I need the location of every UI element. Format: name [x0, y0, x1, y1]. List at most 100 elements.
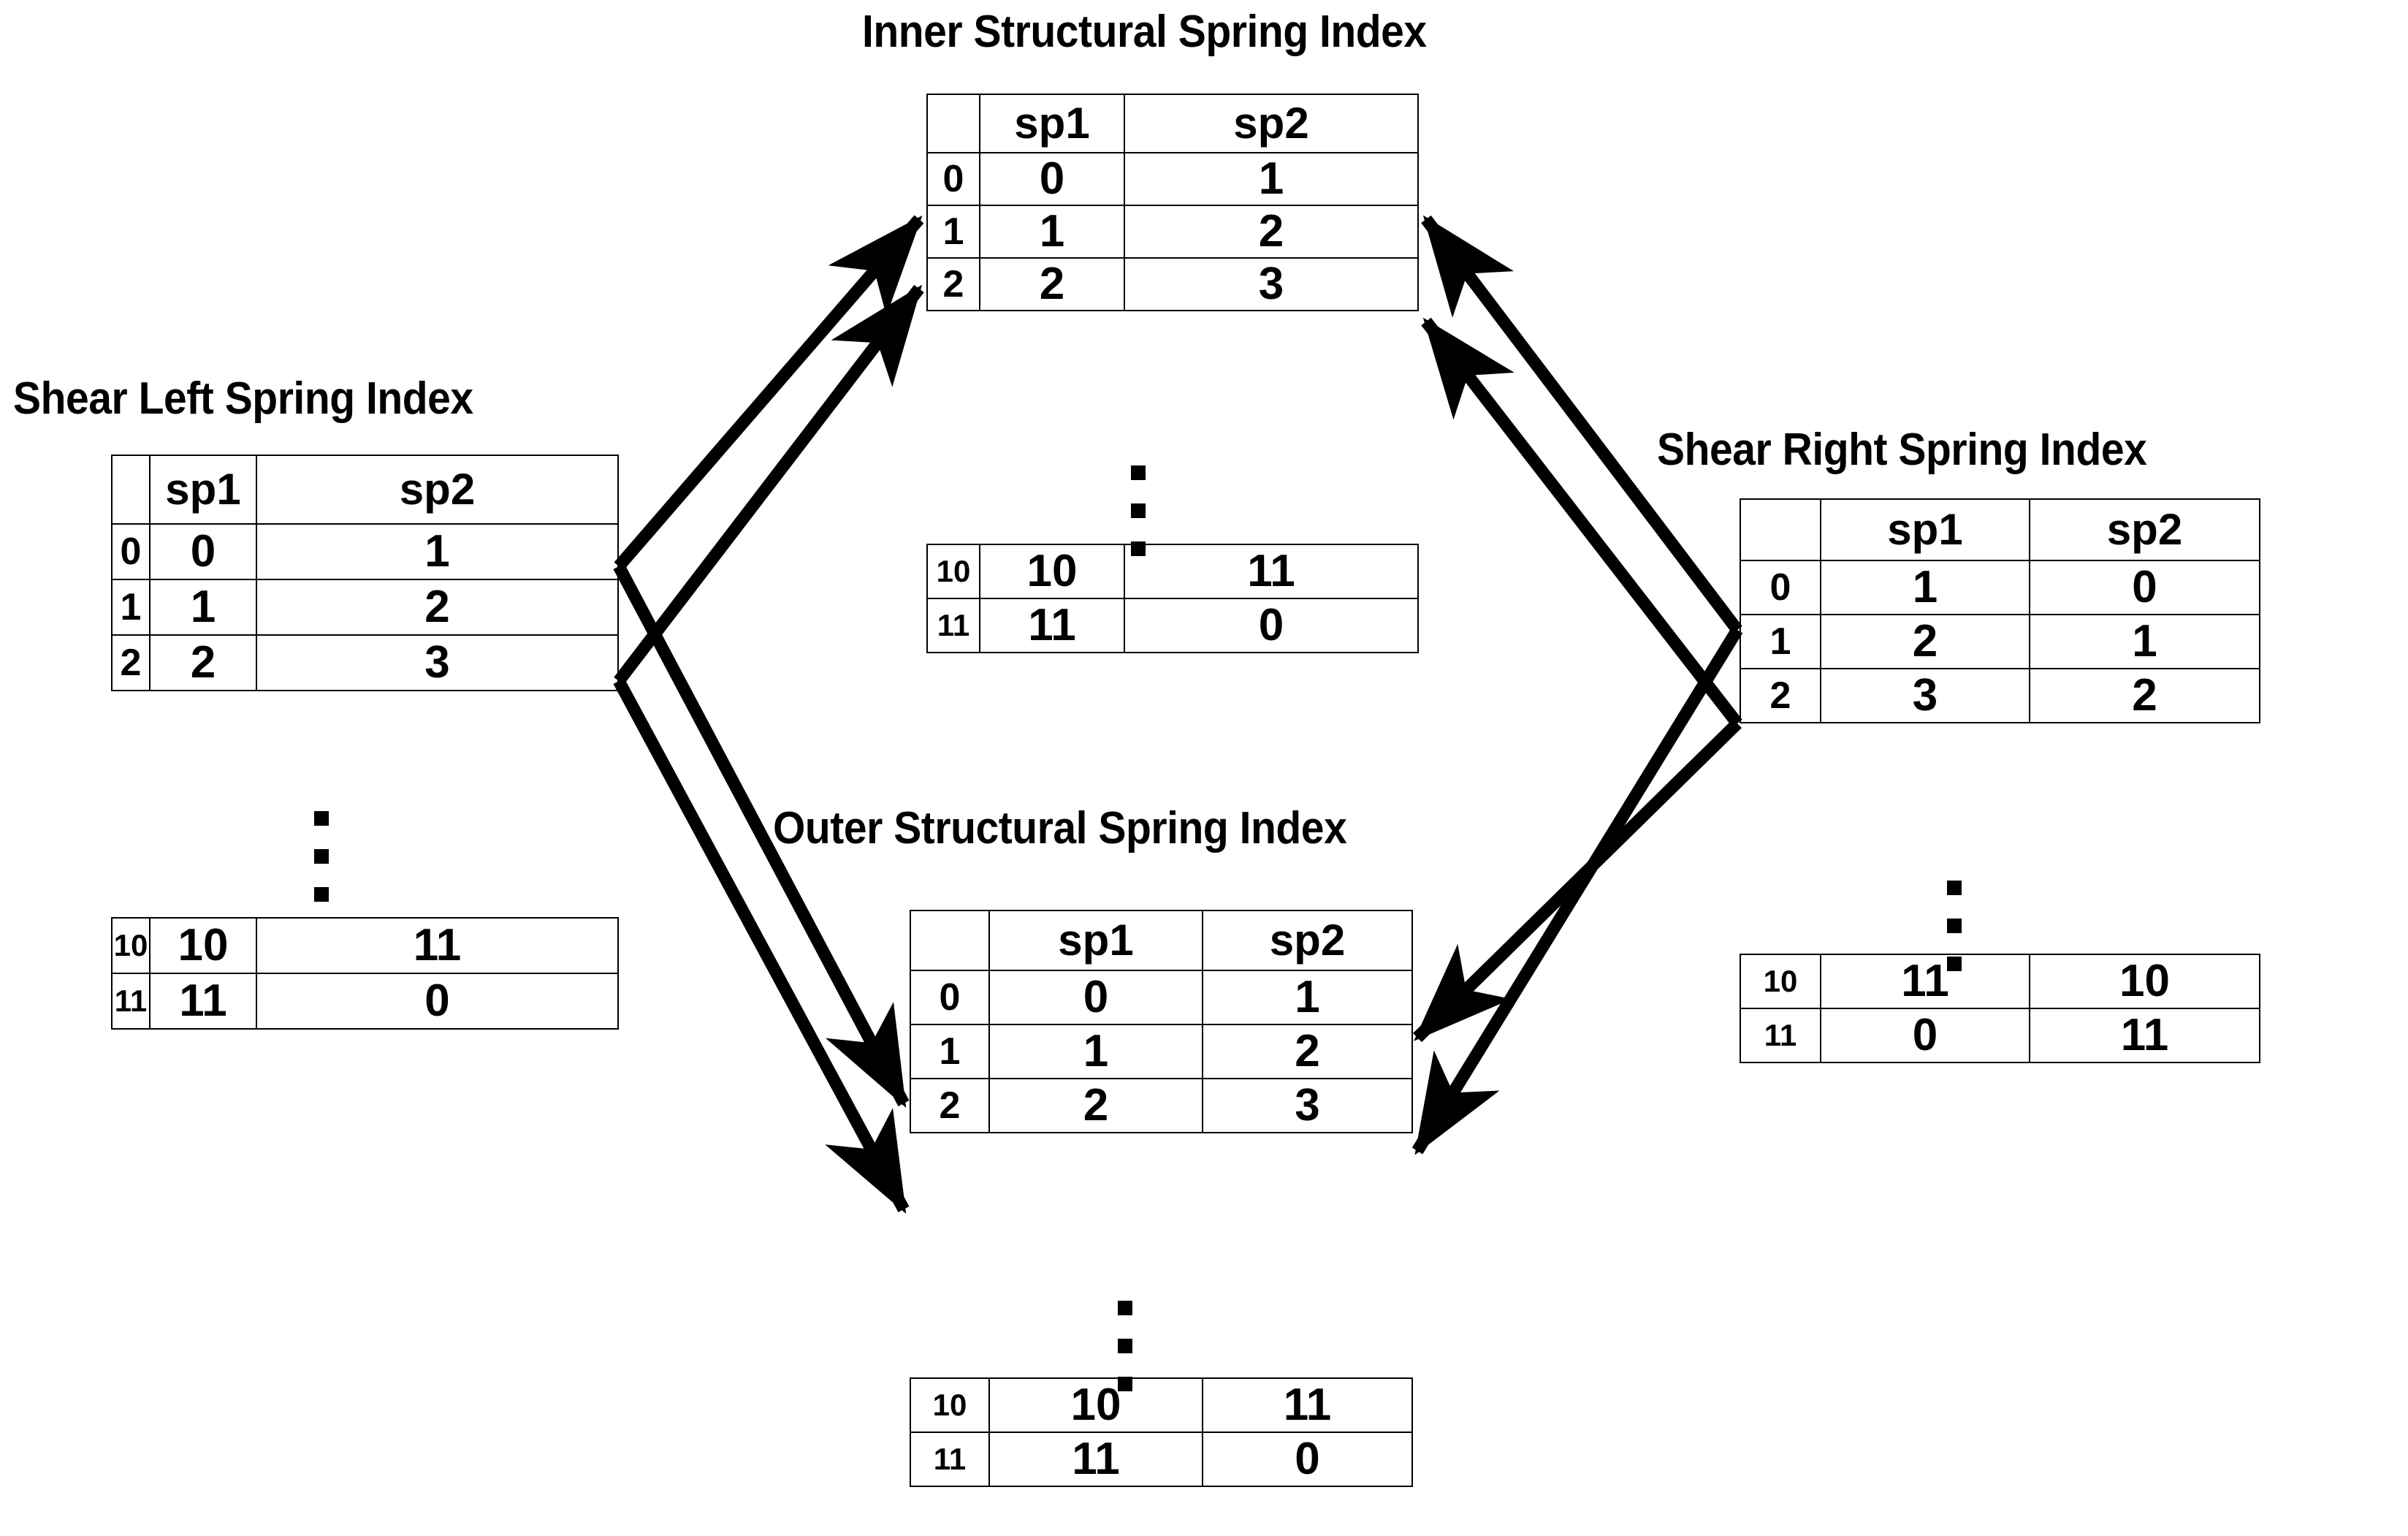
table-row: 0 0 1: [111, 523, 619, 580]
table-row: 10 11 10: [1740, 954, 2260, 1009]
cell-sp1: 2: [1820, 614, 2030, 669]
cell-sp1: 2: [149, 634, 257, 691]
table-row: 2 3 2: [1740, 668, 2260, 723]
cell-sp2: 2: [1124, 205, 1419, 259]
cell-sp2: 11: [2029, 1008, 2260, 1063]
cell-sp1: 1: [149, 579, 257, 636]
cell-sp2: 0: [1202, 1432, 1413, 1487]
cell-sp1: 11: [149, 973, 257, 1030]
row-index: 10: [111, 917, 150, 974]
cell-sp2: 3: [256, 634, 619, 691]
cell-sp2: 10: [2029, 954, 2260, 1009]
cell-sp1: 0: [149, 523, 257, 580]
cell-sp2: 11: [256, 917, 619, 974]
row-index: 2: [1740, 668, 1821, 723]
table-row: 0 0 1: [926, 152, 1419, 206]
table-row: 11 0 11: [1740, 1008, 2260, 1063]
cell-sp1: 0: [988, 970, 1203, 1025]
corner-cell: [910, 910, 990, 971]
cell-sp1: 2: [988, 1078, 1203, 1133]
cell-sp1: 0: [979, 152, 1125, 206]
row-index: 10: [926, 544, 980, 599]
table-row: 2 2 3: [926, 257, 1419, 311]
corner-cell: [1740, 498, 1821, 561]
cell-sp1: 1: [988, 1024, 1203, 1079]
vertical-ellipsis-icon: [314, 811, 329, 925]
row-index: 11: [926, 598, 980, 653]
row-index: 10: [910, 1377, 990, 1433]
column-header-sp2: sp2: [1124, 94, 1419, 153]
table-outer-structural-top: sp1 sp2 0 0 1 1 1 2 2 2 3: [910, 910, 1413, 1133]
cell-sp2: 1: [2029, 614, 2260, 669]
cell-sp2: 3: [1124, 257, 1419, 311]
arrow-left-to-outer: [613, 563, 910, 1214]
table-row: 1 1 2: [111, 579, 619, 636]
cell-sp1: 3: [1820, 668, 2030, 723]
cell-sp2: 2: [256, 579, 619, 636]
table-header-row: sp1 sp2: [926, 94, 1419, 153]
table-row: 0 0 1: [910, 970, 1413, 1025]
row-index: 0: [910, 970, 990, 1025]
title-inner-structural: Inner Structural Spring Index: [862, 7, 1427, 57]
row-index: 1: [910, 1024, 990, 1079]
row-index: 0: [1740, 560, 1821, 615]
column-header-sp1: sp1: [988, 910, 1203, 971]
column-header-sp1: sp1: [149, 455, 257, 525]
table-row: 11 11 0: [111, 973, 619, 1030]
row-index: 2: [926, 257, 980, 311]
table-row: 11 11 0: [926, 598, 1419, 653]
corner-cell: [111, 455, 150, 525]
table-row: 10 10 11: [926, 544, 1419, 599]
cell-sp2: 11: [1202, 1377, 1413, 1433]
table-row: 1 1 2: [926, 205, 1419, 259]
cell-sp1: 1: [1820, 560, 2030, 615]
cell-sp1: 10: [979, 544, 1125, 599]
table-row: 1 1 2: [910, 1024, 1413, 1079]
cell-sp1: 0: [1820, 1008, 2030, 1063]
cell-sp1: 11: [979, 598, 1125, 653]
cell-sp1: 10: [149, 917, 257, 974]
cell-sp2: 1: [256, 523, 619, 580]
cell-sp2: 11: [1124, 544, 1419, 599]
column-header-sp1: sp1: [1820, 498, 2030, 561]
row-index: 11: [111, 973, 150, 1030]
row-index: 0: [111, 523, 150, 580]
table-shear-right-top: sp1 sp2 0 1 0 1 2 1 2 3 2: [1740, 498, 2260, 723]
row-index: 2: [111, 634, 150, 691]
table-row: 10 10 11: [910, 1377, 1413, 1433]
table-header-row: sp1 sp2: [111, 455, 619, 525]
table-row: 1 2 1: [1740, 614, 2260, 669]
row-index: 11: [1740, 1008, 1821, 1063]
row-index: 1: [1740, 614, 1821, 669]
table-outer-structural-bottom: 10 10 11 11 11 0: [910, 1377, 1413, 1487]
table-row: 2 2 3: [910, 1078, 1413, 1133]
cell-sp1: 1: [979, 205, 1125, 259]
cell-sp1: 10: [988, 1377, 1203, 1433]
cell-sp2: 1: [1124, 152, 1419, 206]
row-index: 2: [910, 1078, 990, 1133]
cell-sp2: 2: [1202, 1024, 1413, 1079]
table-row: 0 1 0: [1740, 560, 2260, 615]
column-header-sp2: sp2: [2029, 498, 2260, 561]
table-inner-structural-top: sp1 sp2 0 0 1 1 1 2 2 2 3: [926, 94, 1419, 311]
table-shear-left-bottom: 10 10 11 11 11 0: [111, 917, 619, 1030]
title-outer-structural: Outer Structural Spring Index: [773, 803, 1347, 853]
column-header-sp2: sp2: [1202, 910, 1413, 971]
table-shear-right-bottom: 10 11 10 11 0 11: [1740, 954, 2260, 1063]
row-index: 0: [926, 152, 980, 206]
table-shear-left-top: sp1 sp2 0 0 1 1 1 2 2 2 3: [111, 455, 619, 691]
cell-sp2: 1: [1202, 970, 1413, 1025]
title-shear-right: Shear Right Spring Index: [1657, 425, 2147, 475]
table-row: 11 11 0: [910, 1432, 1413, 1487]
cell-sp2: 0: [2029, 560, 2260, 615]
column-header-sp1: sp1: [979, 94, 1125, 153]
row-index: 10: [1740, 954, 1821, 1009]
cell-sp2: 0: [1124, 598, 1419, 653]
row-index: 1: [926, 205, 980, 259]
table-header-row: sp1 sp2: [1740, 498, 2260, 561]
table-row: 2 2 3: [111, 634, 619, 691]
cell-sp1: 11: [1820, 954, 2030, 1009]
table-header-row: sp1 sp2: [910, 910, 1413, 971]
table-inner-structural-bottom: 10 10 11 11 11 0: [926, 544, 1419, 653]
